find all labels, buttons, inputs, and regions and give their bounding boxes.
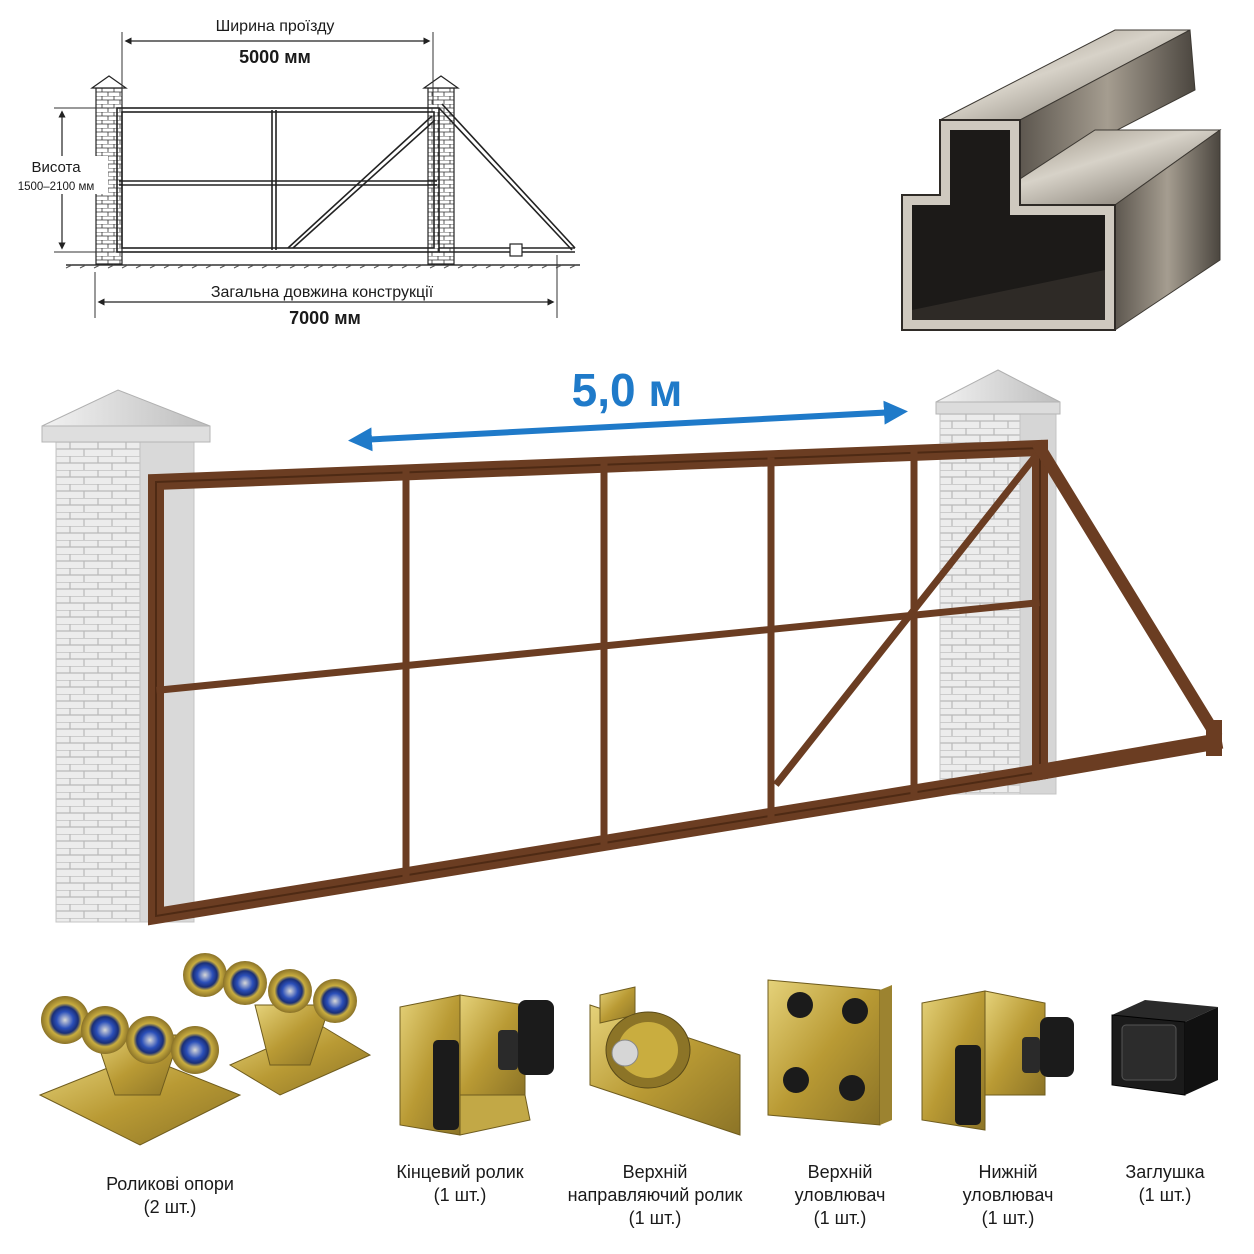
span-arrow [348, 400, 908, 452]
caption-upper-guide-roller: Верхній направляючий ролик (1 шт.) [567, 1162, 743, 1228]
caption-roller-supports: Роликові опори (2 шт.) [106, 1174, 234, 1217]
upper-guide-roller-icon [589, 986, 741, 1136]
caption-upper-catcher: Верхній уловлювач (1 шт.) [794, 1162, 886, 1228]
width-label: Ширина проїзду [216, 18, 335, 35]
roller-carriage-icon [38, 953, 372, 1146]
lower-catcher-icon [921, 990, 1074, 1131]
components-row [38, 953, 1218, 1146]
span-label: 5,0 м [572, 364, 683, 416]
end-cap-icon [1111, 1000, 1218, 1096]
height-label: Висота [31, 159, 81, 176]
height-value: 1500–2100 мм [18, 181, 95, 193]
length-value: 7000 мм [289, 308, 361, 328]
width-value: 5000 мм [239, 47, 311, 67]
gate-illustration: 5,0 м [41, 364, 1224, 926]
gate-frame [148, 439, 1224, 926]
caption-end-cap: Заглушка (1 шт.) [1125, 1162, 1205, 1205]
upper-catcher-icon [767, 979, 892, 1126]
caption-lower-catcher: Нижній уловлювач (1 шт.) [962, 1162, 1054, 1228]
length-label: Загальна довжина конструкції [211, 284, 434, 301]
end-roller-icon [399, 994, 554, 1136]
caption-end-roller: Кінцевий ролик (1 шт.) [396, 1162, 524, 1205]
gate-schematic: Ширина проїзду 5000 мм Висота 1500–2100 … [2, 18, 580, 328]
steel-profile-image [901, 29, 1222, 331]
left-pillar [41, 389, 211, 923]
